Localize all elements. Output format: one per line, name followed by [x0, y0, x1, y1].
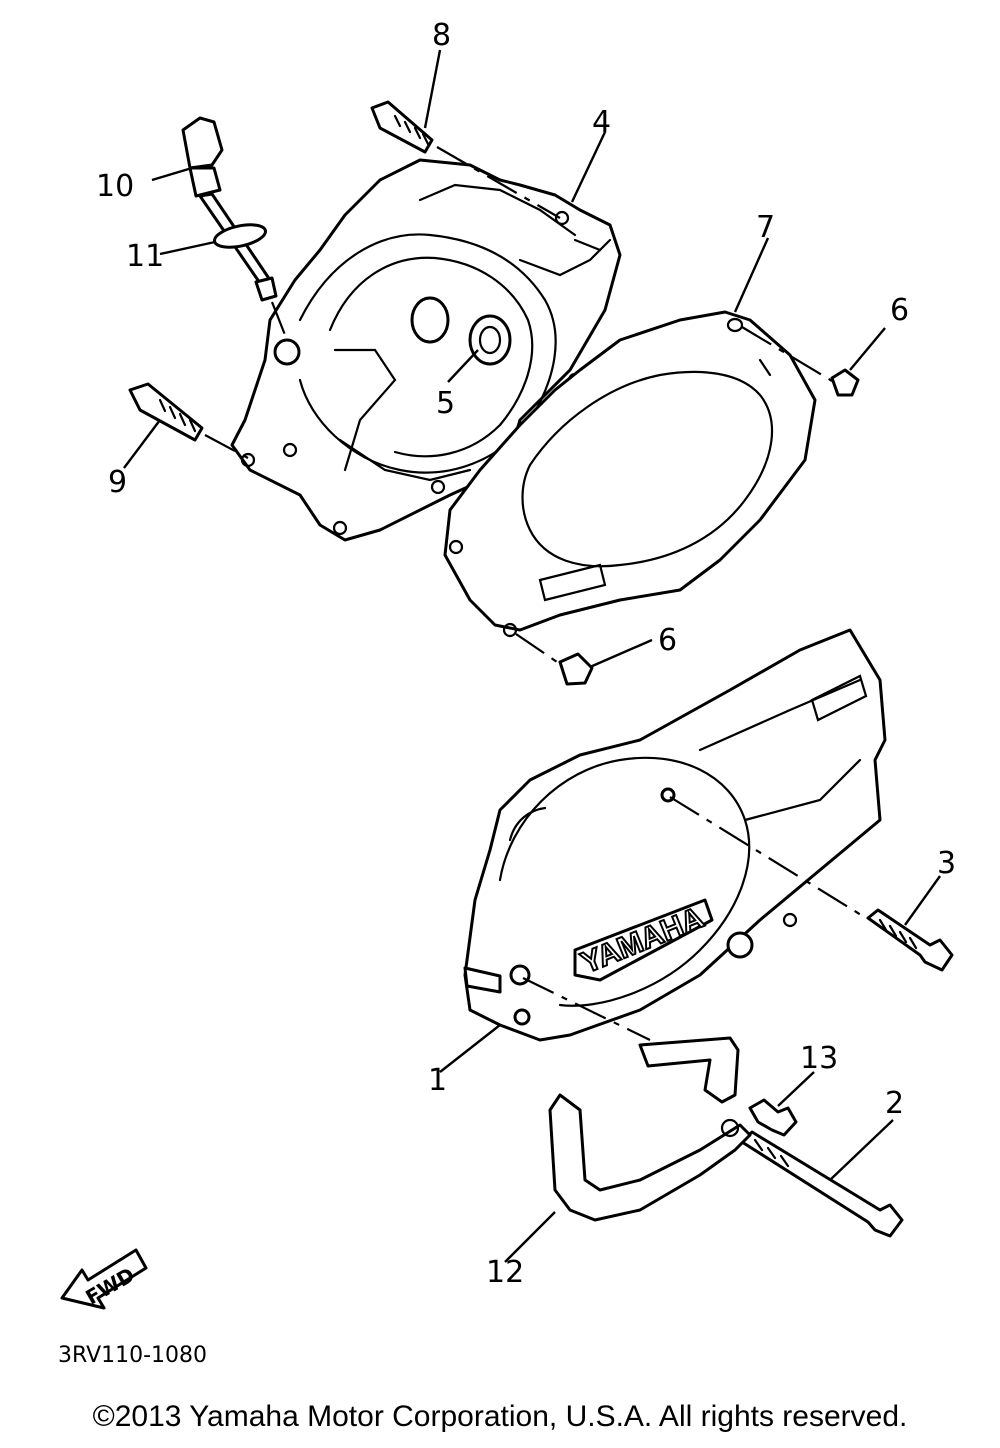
callout-9: 9: [108, 465, 127, 500]
callout-10: 10: [96, 169, 134, 204]
bolt-part-9: [128, 382, 204, 442]
dowel-pin-upper-part-6: [830, 368, 860, 397]
alignment-line-part-8: [436, 146, 561, 219]
copyright-notice: ©2013 Yamaha Motor Corporation, U.S.A. A…: [92, 1400, 908, 1433]
callout-12: 12: [486, 1255, 524, 1290]
dowel-pin-lower-part-6: [558, 652, 594, 686]
oil-dipstick-part-10: [181, 116, 278, 302]
callout-4: 4: [592, 105, 611, 140]
alignment-line-upper-dowel: [741, 326, 833, 382]
callout-5: 5: [436, 386, 455, 421]
bolt-part-2: [740, 1130, 904, 1238]
bolt-part-8: [370, 100, 434, 154]
crankcase-cover-part-4: [230, 158, 622, 542]
gasket-part-7: [443, 310, 817, 638]
alignment-line-part-3: [669, 796, 867, 919]
callout-6-lower: 6: [658, 623, 677, 658]
leader-lines: [123, 49, 941, 1263]
diagram-reference-code: 3RV110-1080: [58, 1343, 207, 1368]
callout-6-upper: 6: [890, 293, 909, 328]
callout-2: 2: [885, 1086, 904, 1121]
callout-13: 13: [800, 1041, 838, 1076]
callout-8: 8: [432, 18, 451, 53]
alignment-line-part-1: [522, 977, 651, 1041]
alignment-line-part-9: [204, 434, 249, 459]
alignment-line-lower-dowel: [515, 633, 561, 665]
callout-7: 7: [756, 210, 775, 245]
alignment-line-part-10: [270, 301, 289, 341]
guide-part-12: [548, 1036, 752, 1222]
callout-3: 3: [937, 846, 956, 881]
callout-1: 1: [428, 1063, 447, 1098]
callout-11: 11: [126, 239, 164, 274]
bolt-part-3: [866, 908, 954, 972]
crankcase-cover-part-1: YAMAHA: [463, 628, 887, 1042]
forward-direction-arrow: FWD: [60, 1248, 148, 1310]
screw-part-13: [748, 1098, 798, 1137]
